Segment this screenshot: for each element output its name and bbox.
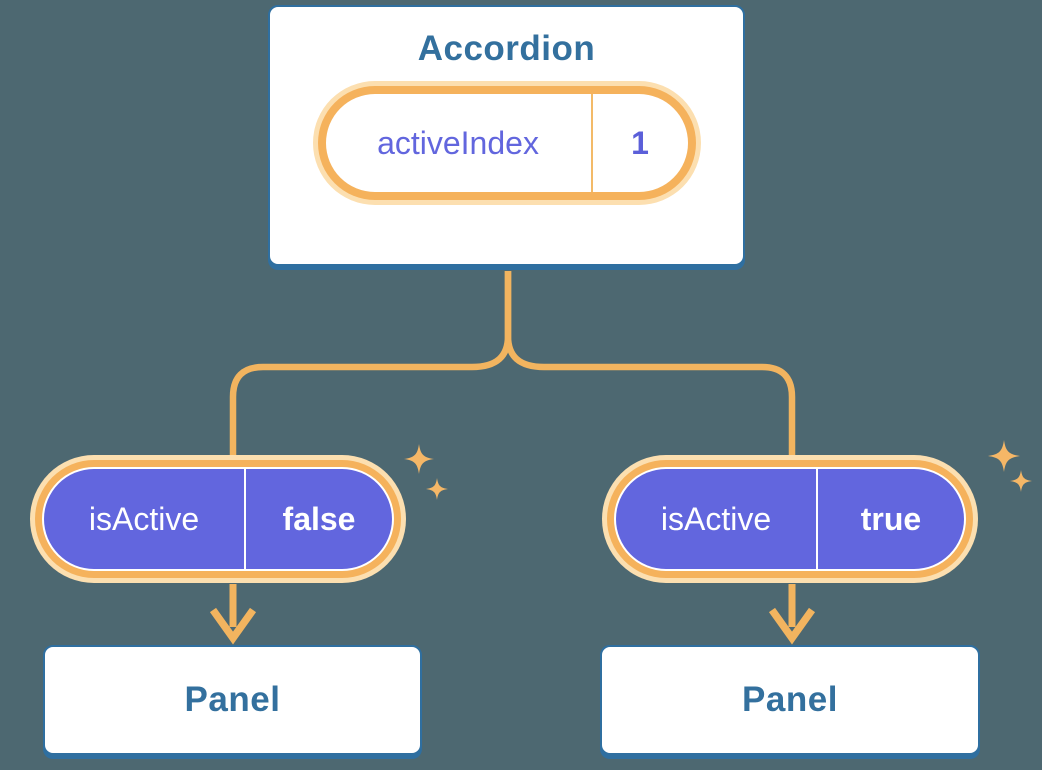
component-title: Panel bbox=[184, 680, 281, 719]
prop-pill-right: isActive true bbox=[602, 455, 978, 583]
prop-value: false bbox=[282, 500, 356, 537]
component-node-panel-left: Panel bbox=[43, 645, 422, 755]
component-node-accordion: Accordion activeIndex 1 bbox=[268, 5, 745, 266]
connector-line-left bbox=[229, 271, 512, 455]
sparkle-icon bbox=[1010, 470, 1032, 492]
pill-divider bbox=[816, 469, 818, 569]
pill-divider bbox=[244, 469, 246, 569]
sparkle-icon bbox=[426, 478, 448, 500]
pill-divider bbox=[590, 94, 593, 192]
arrow-down-icon bbox=[768, 584, 816, 645]
connector-line-right bbox=[504, 271, 796, 455]
prop-name: isActive bbox=[660, 500, 772, 537]
component-node-panel-right: Panel bbox=[600, 645, 980, 755]
arrow-down-icon bbox=[209, 584, 257, 645]
state-value: 1 bbox=[631, 124, 649, 161]
state-name: activeIndex bbox=[377, 124, 539, 161]
prop-value: true bbox=[860, 500, 922, 537]
prop-name: isActive bbox=[88, 500, 200, 537]
state-pill: activeIndex 1 bbox=[312, 81, 701, 205]
component-title: Accordion bbox=[417, 29, 596, 68]
sparkle-icon bbox=[988, 440, 1020, 472]
sparkle-icon bbox=[404, 444, 434, 474]
component-title: Panel bbox=[742, 680, 838, 719]
prop-pill-left: isActive false bbox=[30, 455, 406, 583]
